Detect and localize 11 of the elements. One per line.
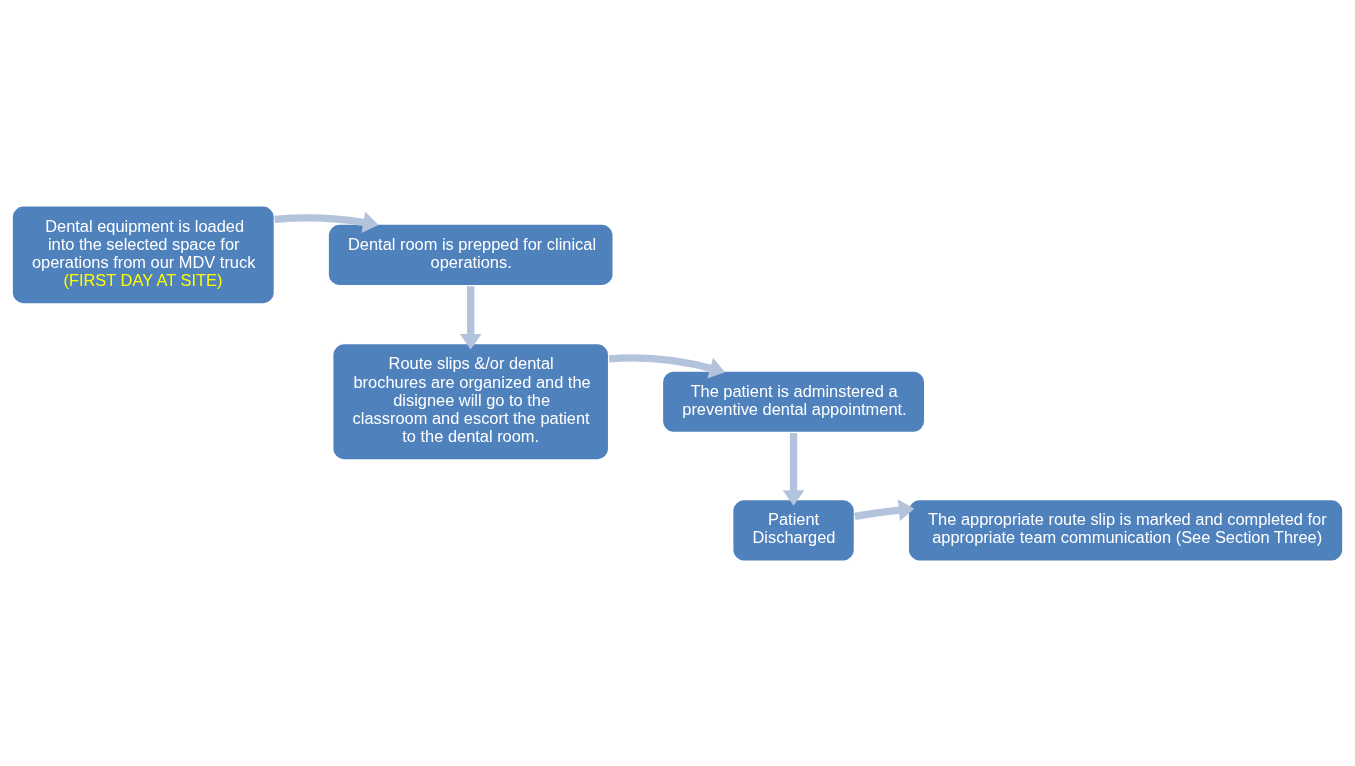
arrow [782, 432, 805, 506]
arrow [854, 498, 915, 521]
node-box: Dental room is prepped for clinical operations. [327, 222, 615, 287]
arrow [608, 353, 726, 379]
arrow [274, 211, 379, 233]
node-box: Route slips &/or dental brochures are organized and the disignee will go to the classroom and escort the patient to the dental room. [331, 341, 610, 461]
arrow [459, 285, 482, 350]
node-box: Dental equipment is loaded into the selected space for operations from our MDV truck (FIRST DAY AT SITE) [11, 204, 276, 305]
node-box: The patient is adminstered a preventive dental appointment. [661, 369, 926, 434]
node-box: Patient Discharged [731, 497, 856, 562]
node-box: The appropriate route slip is marked and completed for appropriate team communication (See Section Three) [907, 497, 1344, 562]
